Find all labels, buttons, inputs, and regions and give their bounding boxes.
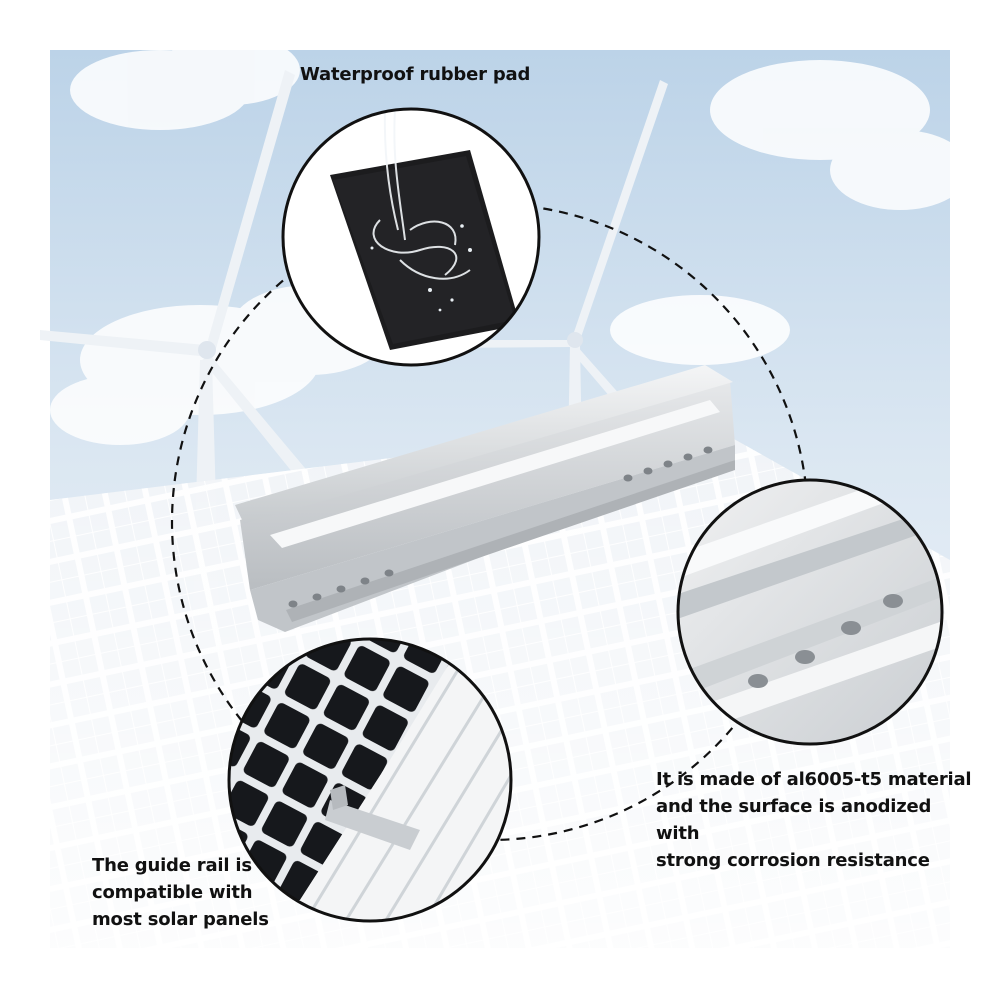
caption-line: and the surface is anodized with xyxy=(656,796,932,844)
caption-line: strong corrosion resistance xyxy=(656,850,930,871)
rubber-pad-detail xyxy=(281,107,541,367)
panel-compatibility-detail xyxy=(227,637,513,923)
caption-waterproof-rubber-pad: Waterproof rubber pad xyxy=(300,61,580,88)
aluminum-surface-detail xyxy=(676,478,944,746)
caption-compatibility: The guide rail is compatible with most s… xyxy=(92,852,292,933)
mounting-rail xyxy=(235,365,735,632)
caption-line: The guide rail is xyxy=(92,855,252,876)
caption-line: Waterproof rubber pad xyxy=(300,64,531,85)
caption-line: It is made of al6005-t5 material xyxy=(656,769,972,790)
caption-line: most solar panels xyxy=(92,909,269,930)
water-splash xyxy=(372,109,471,280)
caption-material: It is made of al6005-t5 material and the… xyxy=(656,766,976,874)
caption-line: compatible with xyxy=(92,882,253,903)
clouds xyxy=(50,35,970,445)
